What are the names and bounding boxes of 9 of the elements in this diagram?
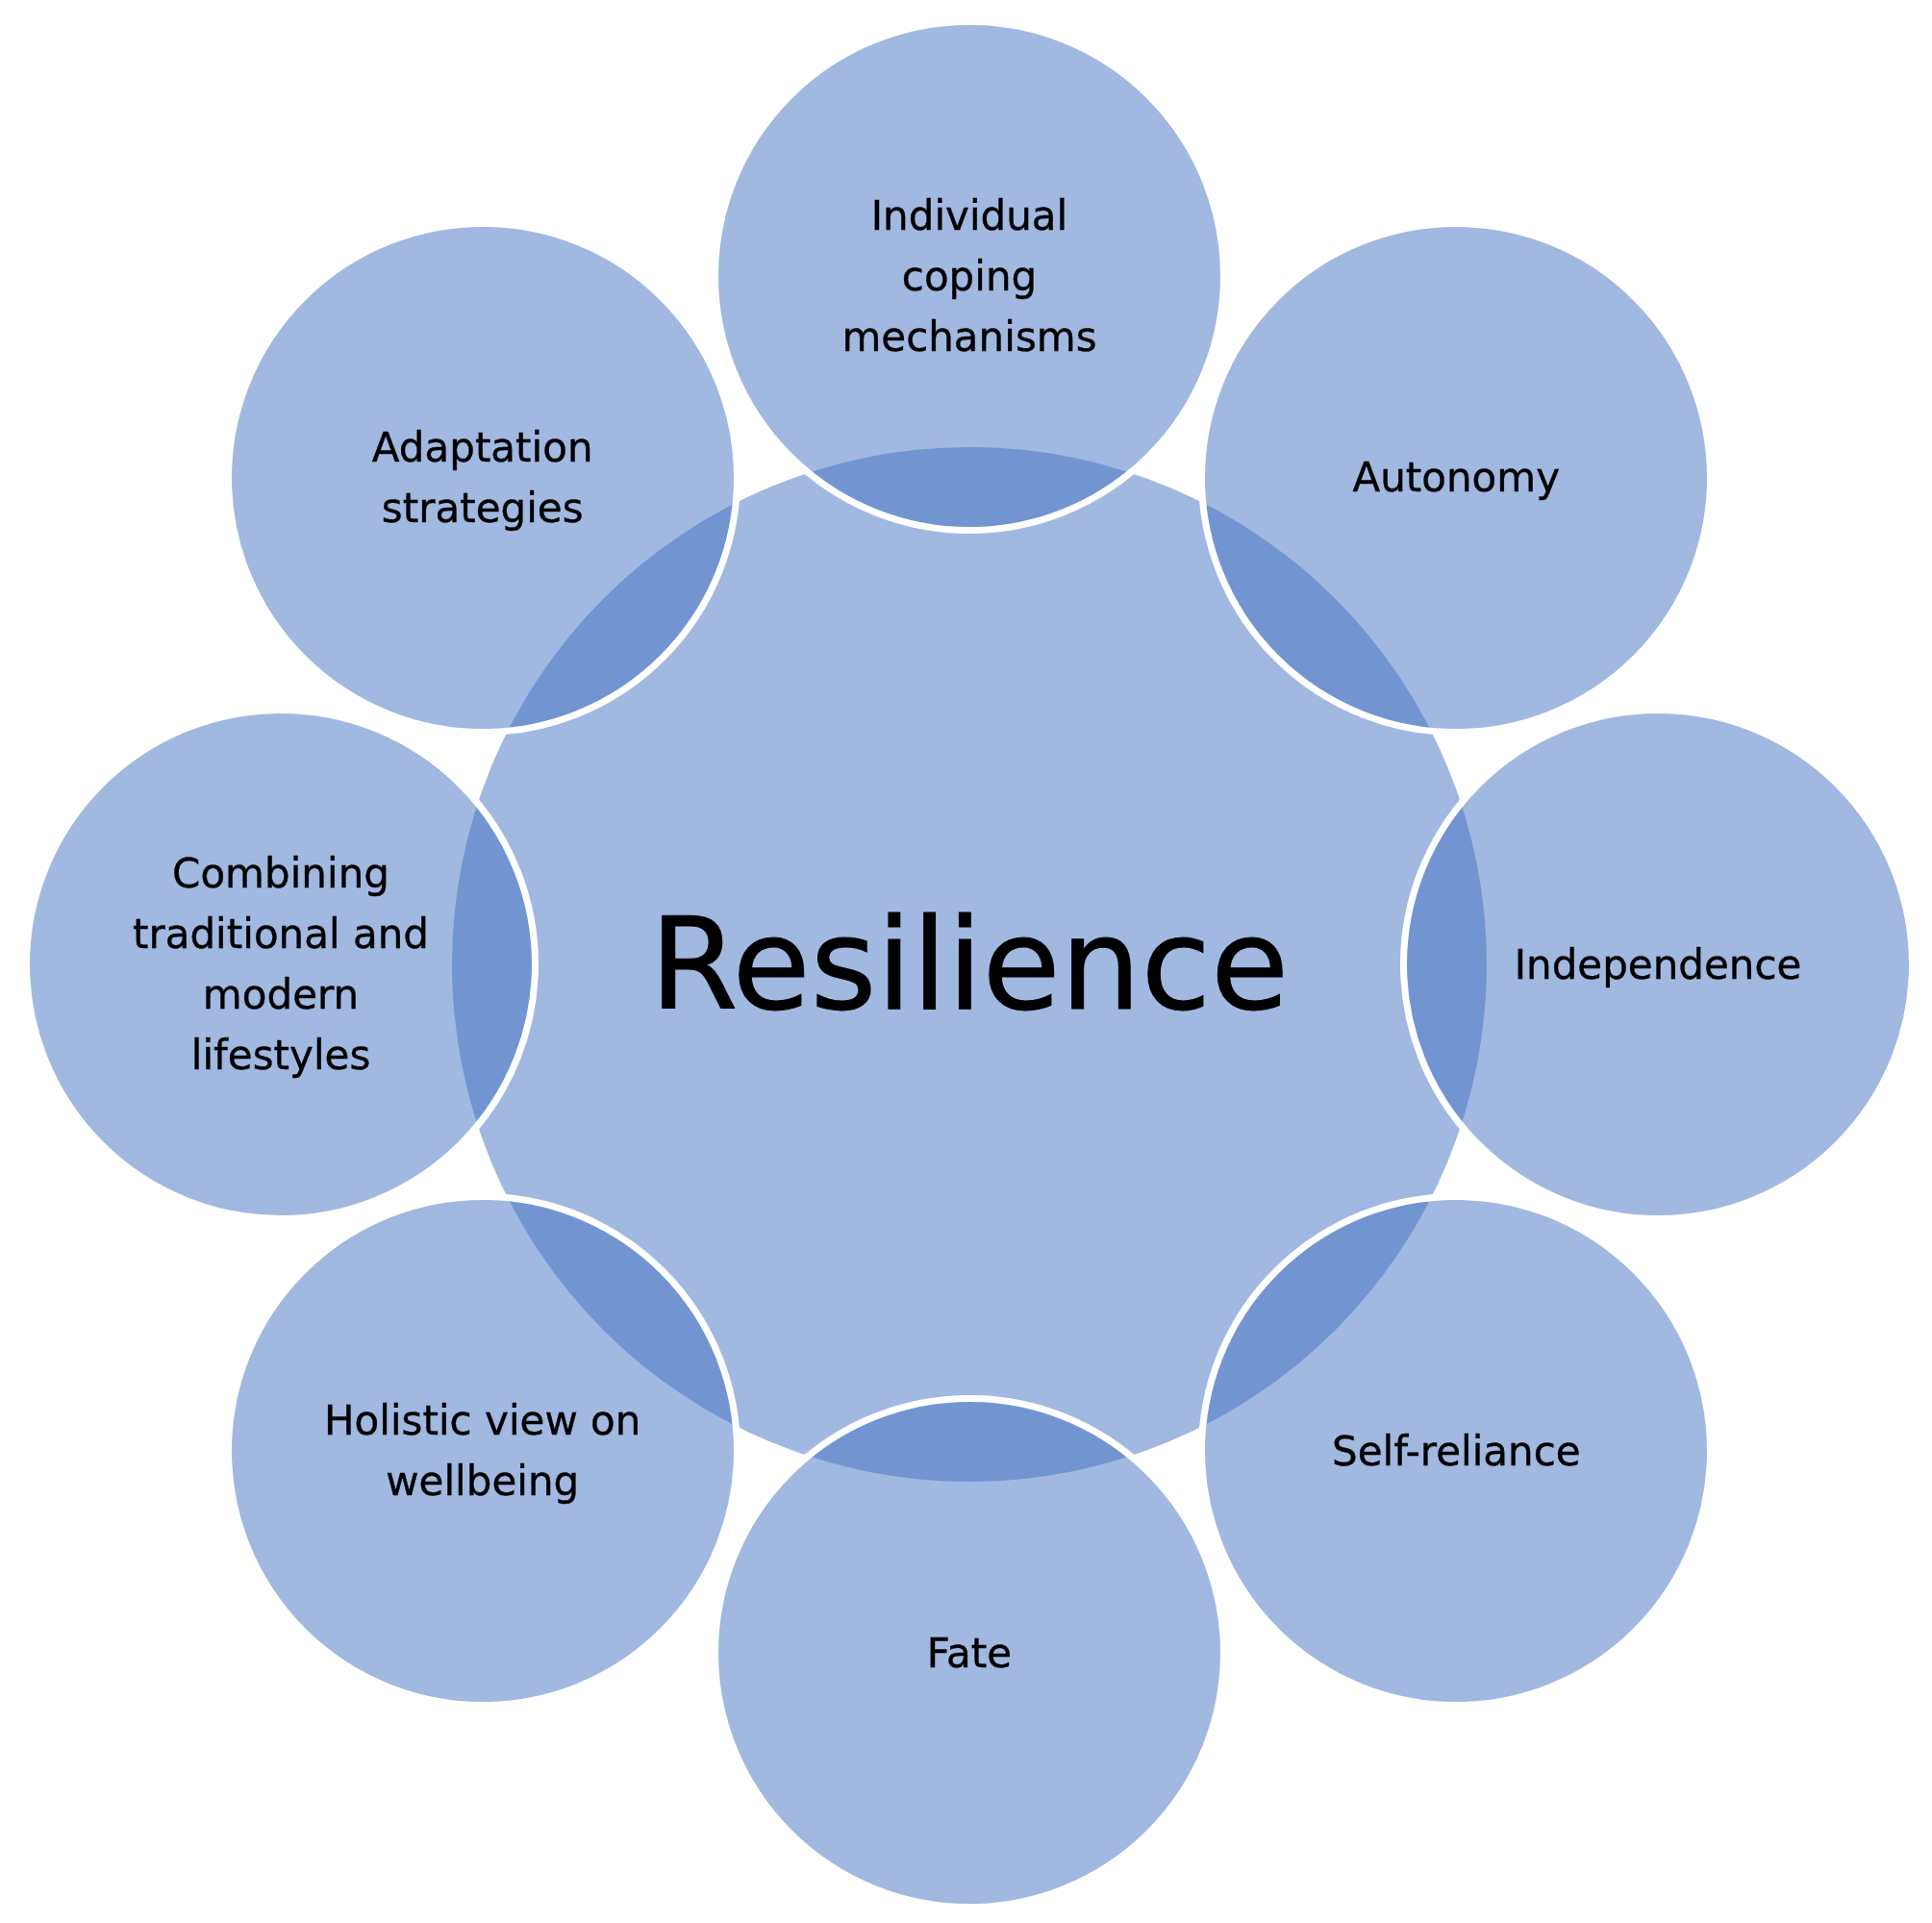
concept-label: Autonomy	[1352, 453, 1561, 504]
central-label: Resilience	[649, 889, 1290, 1040]
concept-label: Independence	[1514, 939, 1802, 990]
concept-label: Holistic view on wellbeing	[322, 1396, 642, 1508]
concept-label: Adaptation strategies	[370, 422, 594, 534]
concept-label: Self-reliance	[1331, 1426, 1581, 1477]
concept-label: Fate	[926, 1628, 1013, 1679]
concept-label: Combining traditional and modern lifestyles	[132, 849, 430, 1081]
concept-label: Individual coping mechanisms	[841, 190, 1098, 362]
